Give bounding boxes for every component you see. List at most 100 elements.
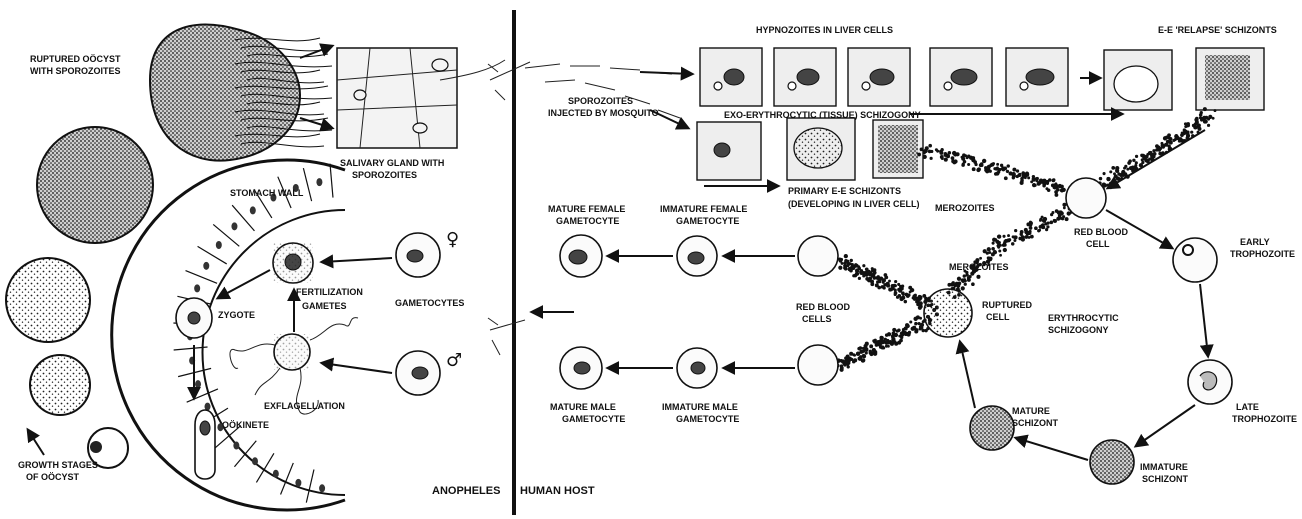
arrow-growth-stages bbox=[28, 430, 44, 455]
merozoite-dot bbox=[1115, 169, 1119, 173]
merozoite-dot bbox=[1030, 235, 1034, 239]
merozoite-dot bbox=[856, 352, 860, 356]
arrow-late-troph-to-immature-schizont bbox=[1136, 405, 1195, 446]
hypnozoite bbox=[714, 82, 722, 90]
early-trophozoite bbox=[1173, 238, 1217, 282]
merozoite-dot bbox=[888, 287, 892, 291]
hypnozoites-label: HYPNOZOITES IN LIVER CELLS bbox=[756, 25, 893, 35]
red-blood-cell-upper bbox=[798, 236, 838, 276]
merozoite-dot bbox=[906, 324, 910, 328]
merozoite-dot bbox=[1061, 217, 1064, 220]
immature-male-gametocyte-label: IMMATURE MALE GAMETOCYTE bbox=[662, 402, 740, 424]
merozoite-dot bbox=[1214, 109, 1217, 112]
merozoite-dot bbox=[871, 267, 874, 270]
salivary-gland-label: SALIVARY GLAND WITH SPOROZOITES bbox=[340, 158, 447, 180]
merozoite-dot bbox=[1192, 124, 1195, 127]
merozoite-dot bbox=[1013, 239, 1016, 242]
merozoite-dot bbox=[1011, 172, 1015, 176]
merozoite-dot bbox=[886, 284, 890, 288]
merozoite-dot bbox=[1050, 221, 1054, 225]
merozoite-dot bbox=[1039, 219, 1042, 222]
arrow-female-to-fertilization bbox=[322, 258, 392, 262]
merozoite-dot bbox=[846, 264, 849, 267]
salivary-gland bbox=[337, 48, 505, 148]
merozoite-dot bbox=[850, 358, 853, 361]
arrow-immature-to-mature-schizont bbox=[1016, 438, 1088, 460]
merozoite-dot bbox=[838, 266, 842, 270]
merozoite-dot bbox=[914, 322, 917, 325]
arrow-mature-schizont-to-ruptured bbox=[960, 342, 975, 408]
merozoite-dot bbox=[1003, 243, 1007, 247]
merozoite-dot bbox=[1133, 166, 1136, 169]
merozoite-dot bbox=[865, 267, 869, 271]
merozoite-dot bbox=[967, 276, 970, 279]
merozoite-dot bbox=[905, 293, 909, 297]
merozoite-dot bbox=[941, 148, 944, 151]
merozoite-dot bbox=[1195, 120, 1199, 124]
merozoite-dot bbox=[884, 273, 888, 277]
merozoite-dot bbox=[878, 280, 881, 283]
merozoite-dot bbox=[1166, 140, 1169, 143]
merozoite-dot bbox=[1002, 235, 1005, 238]
merozoite-dot bbox=[947, 283, 951, 287]
merozoite-dot bbox=[1175, 136, 1179, 140]
merozoite-dot bbox=[1058, 214, 1062, 218]
gametocytes-label: GAMETOCYTES bbox=[395, 298, 464, 308]
merozoite-dot bbox=[1161, 144, 1165, 148]
wall-cell-nucleus bbox=[231, 222, 237, 230]
merozoite-dot bbox=[953, 152, 957, 156]
wall-cell-nucleus bbox=[252, 457, 258, 465]
merozoite-dot bbox=[875, 343, 879, 347]
merozoite-dot bbox=[924, 149, 928, 153]
fertilization-label: FERTILIZATION bbox=[296, 287, 363, 297]
merozoite-dot bbox=[982, 159, 986, 163]
merozoite-dot bbox=[898, 289, 902, 293]
merozoite-dot bbox=[1207, 124, 1210, 127]
mature-female-gametocyte-label: MATURE FEMALE GAMETOCYTE bbox=[548, 204, 628, 226]
merozoite-dot bbox=[1169, 137, 1173, 141]
stomach-wall-label: STOMACH WALL bbox=[230, 188, 304, 198]
merozoite-dot bbox=[897, 283, 900, 286]
wall-cell-nucleus bbox=[250, 206, 256, 214]
merozoite-dot bbox=[882, 281, 885, 284]
wall-cell-divider bbox=[330, 164, 333, 198]
merozoite-dot bbox=[862, 354, 866, 358]
merozoite-dot bbox=[908, 286, 912, 290]
merozoite-dot bbox=[948, 151, 952, 155]
merozoite-dot bbox=[844, 254, 848, 258]
wall-cell-divider bbox=[306, 469, 314, 502]
zygote bbox=[176, 298, 212, 338]
arrow-relapse-to-rbc bbox=[1108, 130, 1205, 188]
merozoite-dot bbox=[1065, 217, 1069, 221]
merozoite-dot bbox=[979, 257, 982, 260]
merozoite-dot bbox=[1055, 209, 1059, 213]
liver-cell-nucleus bbox=[797, 69, 819, 85]
merozoite-dot bbox=[872, 348, 876, 352]
merozoite-dot bbox=[983, 249, 987, 253]
merozoite-dot bbox=[1124, 165, 1127, 168]
merozoite-dot bbox=[881, 340, 885, 344]
merozoite-dot bbox=[1001, 167, 1004, 170]
merozoite-dot bbox=[919, 326, 923, 330]
merozoite-dot bbox=[1025, 235, 1029, 239]
red-blood-cell-main bbox=[1066, 178, 1106, 218]
oocyst-large bbox=[37, 127, 153, 243]
merozoite-dot bbox=[865, 351, 868, 354]
merozoite-dot bbox=[996, 244, 999, 247]
merozoite-dot bbox=[912, 326, 916, 330]
merozoite-dot bbox=[996, 163, 999, 166]
merozoite-dot bbox=[1029, 226, 1033, 230]
arrow-sporozoites-to-liver bbox=[640, 72, 692, 74]
merozoite-dot bbox=[1152, 149, 1155, 152]
merozoite-dot bbox=[901, 296, 905, 300]
merozoite-dot bbox=[999, 254, 1002, 257]
red-blood-cells-label: RED BLOOD CELLS bbox=[796, 302, 853, 324]
merozoite-dot bbox=[973, 160, 977, 164]
proboscis-top bbox=[488, 62, 530, 100]
merozoite-dot bbox=[961, 156, 964, 159]
oocyst-medium bbox=[6, 258, 90, 342]
wall-cell-divider bbox=[187, 389, 218, 402]
ruptured-oocyst bbox=[150, 24, 332, 160]
merozoite-dot bbox=[971, 156, 975, 160]
